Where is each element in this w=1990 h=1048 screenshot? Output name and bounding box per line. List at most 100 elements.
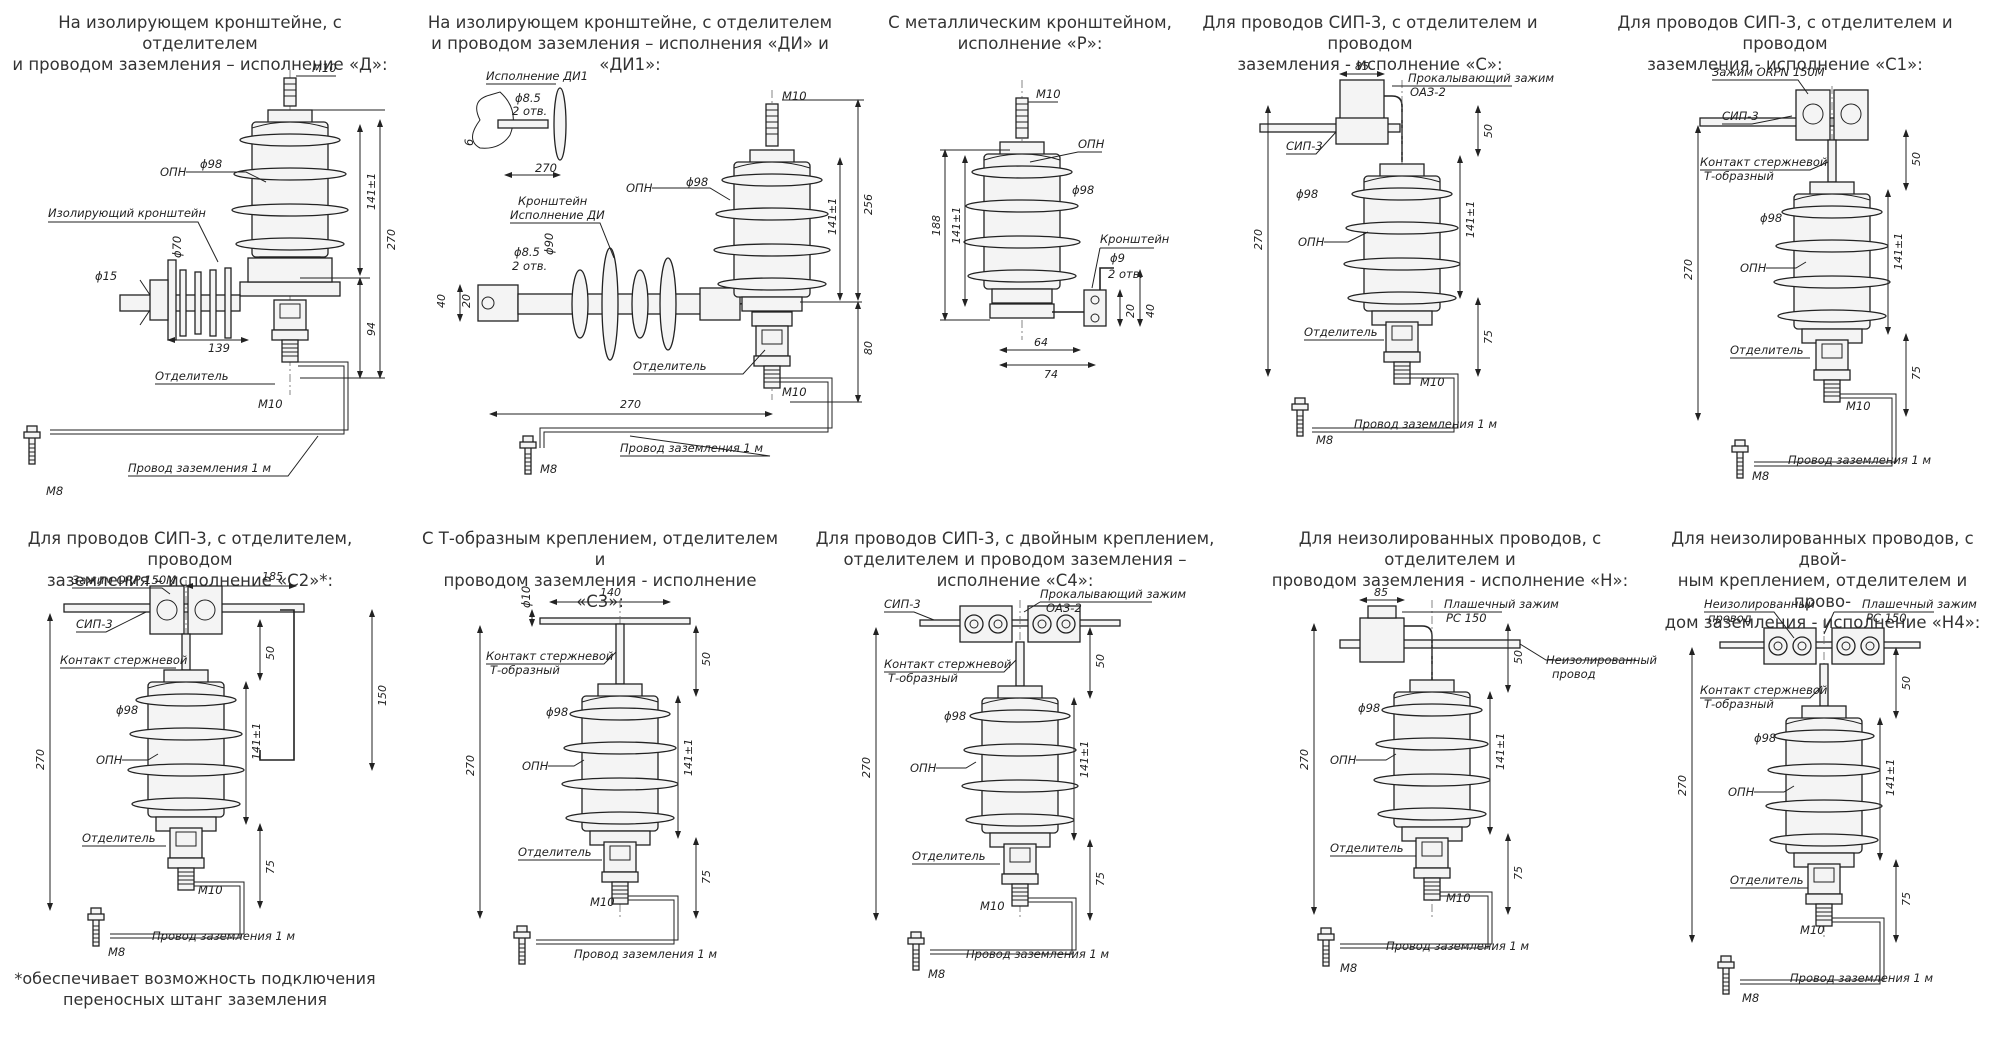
label-sip: СИП-3 (1286, 139, 1323, 153)
label-clamp: Зажим ORP 150M (72, 573, 176, 587)
caption-line: Для проводов СИП-3, с двойным креплением… (815, 529, 1215, 548)
label-separator: Отделитель (82, 831, 156, 845)
label-separator: Отделитель (518, 845, 592, 859)
label-ground-bolt: М8 (1340, 961, 1357, 975)
label-body: ОПН (626, 181, 653, 195)
label-ground-bolt: М8 (1316, 433, 1333, 447)
caption-line: проводом заземления - исполнение «Н»: (1271, 571, 1629, 590)
label-bottom-bolt: М10 (782, 385, 807, 399)
caption-line: На изолирующем кронштейне, с отделителем (58, 13, 342, 53)
dim-h50: 50 (1910, 152, 1923, 166)
footnote-c2: *обеспечивает возможность подключения пе… (10, 968, 380, 1010)
label-clamp2: ОАЗ-2 (1410, 85, 1446, 99)
label-bare: Неизолированный (1704, 597, 1815, 611)
dim-height-lower: 80 (862, 341, 875, 355)
label-contact2: Т-образный (490, 663, 560, 677)
dim-h270: 270 (464, 755, 477, 776)
dim-h75: 75 (264, 860, 277, 874)
drawing-variant-n4: Неизолированный провод Плашечный зажим Р… (1676, 597, 1977, 1005)
drawing-variant-d: М10 ОПН ϕ98 Изолирующий кронштейн ϕ15 ϕ7… (23, 61, 398, 498)
label-ground-wire: Провод заземления 1 м (1790, 971, 1933, 985)
label-contact: Контакт стержневой (1700, 155, 1828, 169)
dim-h75: 75 (700, 870, 713, 884)
dim-h270: 270 (1682, 259, 1695, 280)
label-ground-wire: Провод заземления 1 м (1788, 453, 1931, 467)
label-clamp: Прокалывающий зажим (1040, 587, 1186, 601)
label-body: ОПН (1740, 261, 1767, 275)
label-separator: Отделитель (1730, 343, 1804, 357)
label-ground-wire: Провод заземления 1 м (152, 929, 295, 943)
label-separator: Отделитель (912, 849, 986, 863)
dim-h50: 50 (700, 652, 713, 666)
dim-d20: 20 (460, 294, 473, 308)
dim-h141: 141±1 (1078, 741, 1091, 778)
label-inset-b: 6 (462, 139, 476, 146)
label-inset-len: 270 (535, 161, 557, 175)
label-body-dia: ϕ98 (1760, 211, 1782, 225)
dim-w85: 85 (1374, 586, 1388, 599)
dim-h50: 50 (1094, 654, 1107, 668)
label-ground-bolt: М8 (46, 484, 63, 498)
label-ground-bolt: М8 (108, 945, 125, 959)
dim-h141: 141±1 (1892, 233, 1905, 270)
label-bracket: Изолирующий кронштейн (48, 206, 206, 220)
dim-height-body: 141±1 (826, 198, 839, 235)
caption-line: заземления - исполнение «С»: (1237, 55, 1503, 74)
label-top-bolt: М10 (1036, 87, 1061, 101)
label-sip: СИП-3 (76, 617, 113, 631)
label-body-dia: ϕ98 (686, 175, 708, 189)
dim-h75: 75 (1094, 872, 1107, 886)
dim-h75: 75 (1900, 892, 1913, 906)
label-bottom-bolt: М10 (198, 883, 223, 897)
label-clamp: Прокалывающий зажим (1408, 71, 1554, 85)
caption-line: Для проводов СИП-3, с отделителем и пров… (1617, 13, 1953, 53)
label-hole: ϕ9 (1110, 251, 1125, 265)
caption-c3: С Т-образным креплением, отделителем и п… (420, 528, 780, 612)
label-separator: Отделитель (1730, 873, 1804, 887)
caption-c4: Для проводов СИП-3, с двойным креплением… (795, 528, 1235, 591)
label-body: ОПН (910, 761, 937, 775)
label-contact: Контакт стержневой (884, 657, 1012, 671)
dim-d40: 40 (435, 294, 448, 308)
label-body: ОПН (1298, 235, 1325, 249)
label-inset-holes: 2 отв. (512, 104, 547, 118)
label-hole: ϕ15 (95, 269, 117, 283)
dim-h141: 141±1 (1464, 201, 1477, 238)
dim-w185: 185 (262, 570, 283, 583)
label-contact: Контакт стержневой (1700, 683, 1828, 697)
caption-line: дом заземления - исполнение «Н4»: (1664, 613, 1981, 632)
caption-line: Для проводов СИП-3, с отделителем, прово… (27, 529, 353, 569)
dim-h270: 270 (34, 749, 47, 770)
drawing-variant-c2: Зажим ORP 150M 185 СИП-3 Контакт стержне… (34, 570, 389, 959)
label-bottom-bolt: М10 (590, 895, 615, 909)
caption-line: отделителем и проводом заземления – испо… (843, 550, 1187, 590)
dim-height-body: 141±1 (365, 173, 378, 210)
label-bottom-bolt: М10 (258, 397, 283, 411)
label-bottom-bolt: М10 (1446, 891, 1471, 905)
caption-di: На изолирующем кронштейне, с отделителем… (410, 12, 850, 75)
caption-line: С металлическим кронштейном, (888, 13, 1172, 32)
label-sip: СИП-3 (884, 597, 921, 611)
footnote-line: переносных штанг заземления (62, 990, 327, 1009)
label-body: ОПН (96, 753, 123, 767)
label-sip: СИП-3 (1722, 109, 1759, 123)
drawing-variant-c3: 140 ϕ10 Контакт стержневой Т-образный ϕ9… (464, 586, 717, 965)
label-contact: Контакт стержневой (486, 649, 614, 663)
dim-h188: 188 (930, 215, 943, 236)
label-body-dia: ϕ98 (546, 705, 568, 719)
caption-d: На изолирующем кронштейне, с отделителем… (0, 12, 400, 75)
label-clamp2: ОАЗ-2 (1046, 601, 1082, 615)
label-contact2: Т-образный (1704, 169, 1774, 183)
dim-w85: 85 (1355, 60, 1369, 73)
label-holes: 2 отв. (1108, 267, 1143, 281)
label-contact: Контакт стержневой (60, 653, 188, 667)
label-bracket-len: 139 (208, 341, 230, 355)
label-bottom-bolt: М10 (1420, 375, 1445, 389)
dim-h270: 270 (1676, 775, 1689, 796)
caption-n: Для неизолированных проводов, с отделите… (1250, 528, 1650, 591)
label-separator: Отделитель (1304, 325, 1378, 339)
label-body: ОПН (1330, 753, 1357, 767)
caption-line: заземления - исполнение «С1»: (1647, 55, 1923, 74)
label-body: ОПН (522, 759, 549, 773)
label-separator: Отделитель (1330, 841, 1404, 855)
